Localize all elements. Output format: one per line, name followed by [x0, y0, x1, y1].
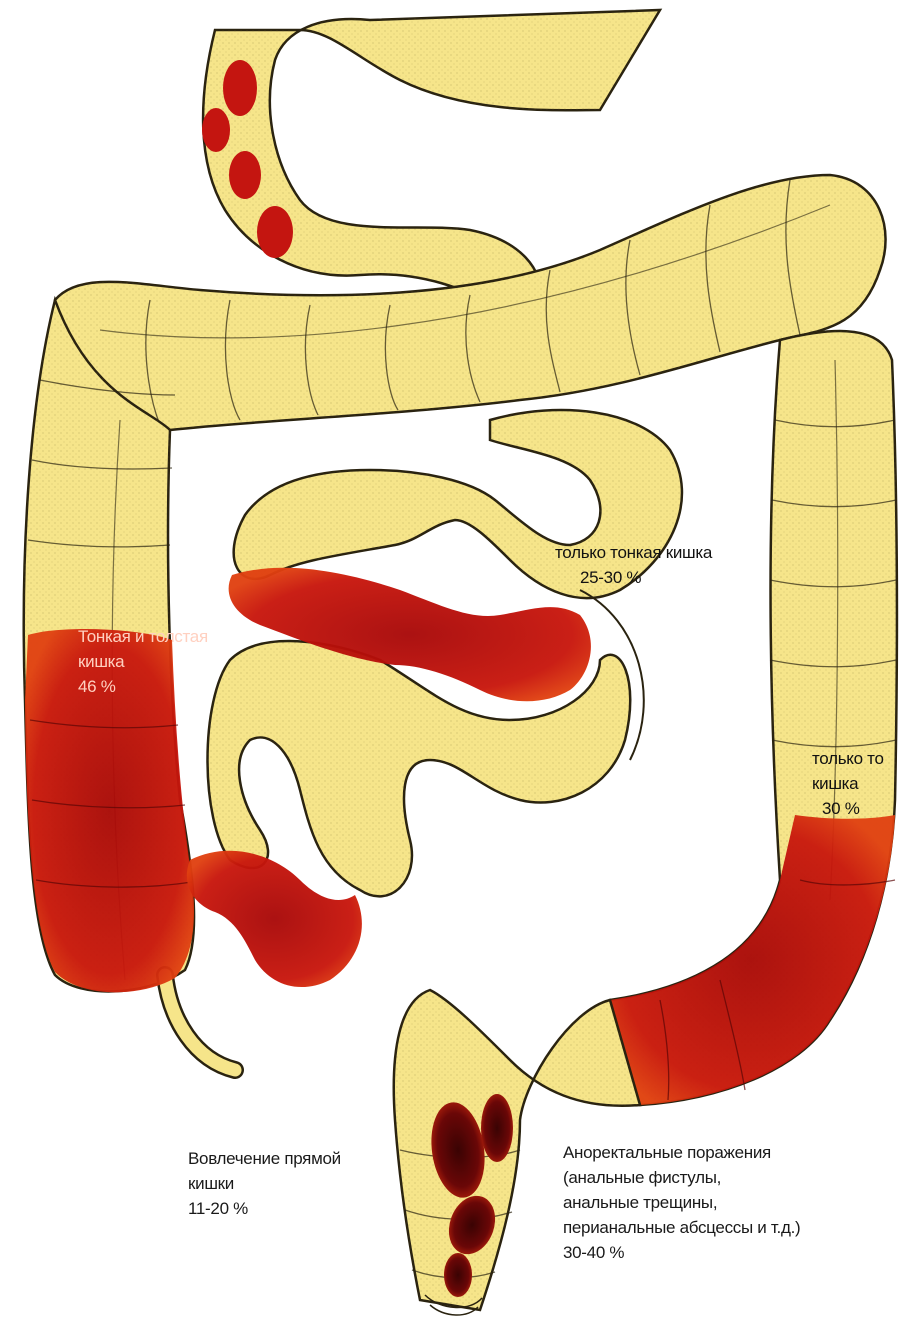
- label-line: Тонкая и толстая: [78, 624, 208, 649]
- label-percent: 11-20 %: [188, 1196, 341, 1221]
- label-large-intestine-only: только то кишка 30 %: [812, 746, 884, 821]
- colon-lesion: [607, 815, 895, 1105]
- label-percent: 30-40 %: [563, 1240, 800, 1265]
- label-line: кишка: [812, 771, 884, 796]
- label-line: Вовлечение прямой: [188, 1146, 341, 1171]
- label-line: (анальные фистулы,: [563, 1165, 800, 1190]
- label-line: только тонкая кишка: [555, 540, 712, 565]
- label-percent: 25-30 %: [555, 565, 712, 590]
- label-percent: 30 %: [812, 796, 884, 821]
- label-line: кишки: [188, 1171, 341, 1196]
- label-line: Аноректальные поражения: [563, 1140, 800, 1165]
- transverse-colon: [55, 175, 886, 431]
- label-line: анальные трещины,: [563, 1190, 800, 1215]
- label-percent: 46 %: [78, 674, 208, 699]
- label-line: перианальные абсцессы и т.д.): [563, 1215, 800, 1240]
- label-line: кишка: [78, 649, 208, 674]
- label-line: только то: [812, 746, 884, 771]
- label-anorectal: Аноректальные поражения (анальные фистул…: [563, 1140, 800, 1265]
- label-small-and-large-intestine: Тонкая и толстая кишка 46 %: [78, 624, 208, 699]
- label-rectum: Вовлечение прямой кишки 11-20 %: [188, 1146, 341, 1221]
- label-small-intestine-only: только тонкая кишка 25-30 %: [555, 540, 712, 590]
